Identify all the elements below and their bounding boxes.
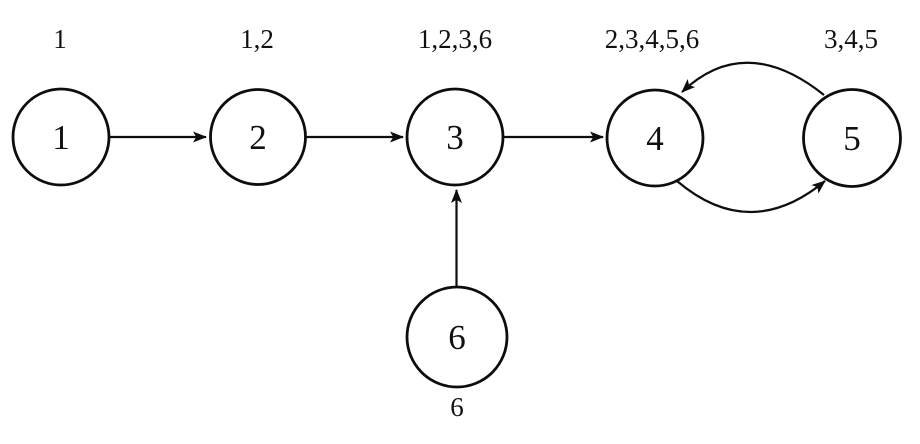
node-6-circle <box>405 285 509 389</box>
node-2-circle <box>209 88 307 186</box>
node-2-annotation: 1,2 <box>240 24 274 54</box>
node-4-annotation: 2,3,4,5,6 <box>605 24 700 54</box>
node-6-annotation: 6 <box>450 392 464 422</box>
node-1-annotation: 1 <box>53 24 67 54</box>
node-6-label: 6 <box>448 318 466 357</box>
node-1-circle <box>11 87 111 187</box>
node-3-circle <box>405 87 505 187</box>
edge-5-to-4-curved-arrow <box>681 61 825 96</box>
node-3-annotation: 1,2,3,6 <box>418 24 492 54</box>
node-4-label: 4 <box>646 119 664 158</box>
node-5-annotation: 3,4,5 <box>824 24 878 54</box>
node-4-circle <box>605 88 705 188</box>
node-5-label: 5 <box>843 119 861 158</box>
node-3-label: 3 <box>446 118 464 157</box>
node-2-label: 2 <box>249 118 267 157</box>
node-1-label: 1 <box>52 118 70 157</box>
edge-4-to-5-curved-arrow <box>676 180 826 214</box>
node-5-circle <box>802 88 902 188</box>
